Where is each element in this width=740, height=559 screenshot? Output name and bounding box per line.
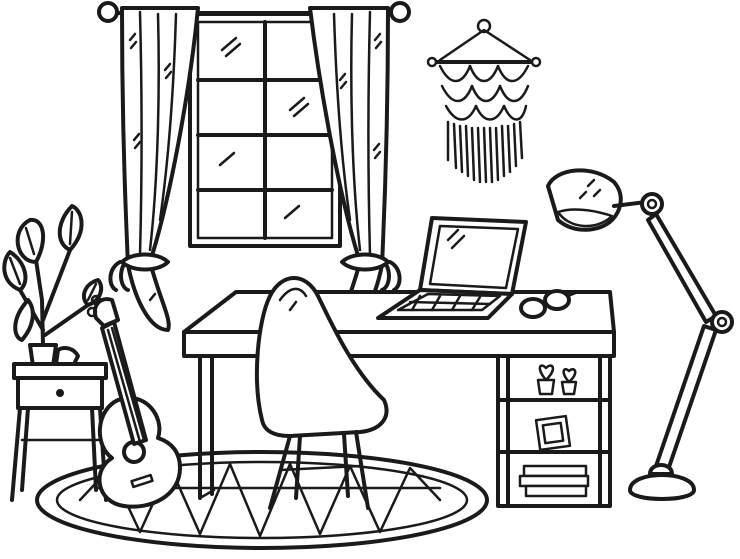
chair [254, 276, 389, 510]
curtain-left [108, 6, 200, 332]
potted-plant [2, 204, 104, 368]
side-table [10, 346, 108, 502]
shelf-books [518, 464, 590, 498]
shelf-plant [536, 364, 578, 396]
macrame-loops [438, 64, 530, 121]
laptop-keyboard [396, 292, 502, 312]
macrame-wall-hanging [426, 18, 542, 184]
macrame-fringe [446, 120, 524, 184]
laptop [376, 216, 528, 320]
desk-lamp [546, 168, 734, 501]
shelf-unit [496, 354, 612, 508]
lamp-base [628, 473, 696, 501]
curtain-left-hatching [128, 32, 173, 302]
shelf-picture-frame [534, 414, 572, 452]
book-on-table [54, 346, 80, 366]
plant-leaf [13, 298, 35, 342]
window-glare [218, 36, 310, 220]
ukulele [86, 294, 182, 509]
eyeglasses [519, 289, 580, 319]
